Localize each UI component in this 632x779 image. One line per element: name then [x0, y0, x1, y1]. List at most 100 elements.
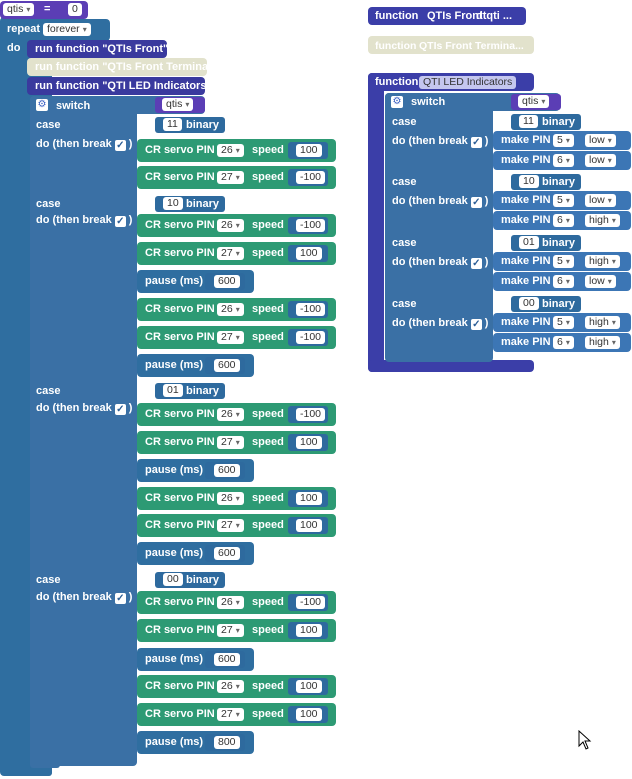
speed-value-field[interactable]: -100: [296, 596, 326, 609]
repeat-mode-value: forever: [47, 23, 80, 35]
break-checkbox[interactable]: ✓: [114, 216, 126, 227]
case-value-field[interactable]: 01: [163, 384, 183, 397]
speed-label: speed: [252, 596, 284, 608]
speed-value-field[interactable]: -100: [296, 303, 326, 316]
make-pin-number-dropdown[interactable]: 6▾: [553, 275, 574, 288]
pause-value-field[interactable]: 600: [214, 359, 240, 372]
make-pin-state-dropdown[interactable]: high▾: [585, 255, 620, 268]
make-pin-number-dropdown[interactable]: 5▾: [553, 194, 574, 207]
break-checkbox[interactable]: ✓: [470, 197, 482, 208]
pause-value-field[interactable]: 600: [214, 464, 240, 477]
speed-value-field[interactable]: -100: [296, 219, 326, 232]
speed-value-field[interactable]: 100: [296, 624, 322, 637]
make-pin-state-dropdown-value: high: [589, 214, 609, 226]
servo-pin-dropdown[interactable]: 27▾: [217, 247, 244, 260]
make-pin-state-dropdown[interactable]: low▾: [585, 275, 616, 288]
make-pin-number-dropdown[interactable]: 6▾: [553, 154, 574, 167]
do-then-break-text: do (then break: [392, 195, 468, 207]
function-keyword: function: [375, 40, 417, 52]
speed-value-field[interactable]: -100: [296, 171, 326, 184]
case-value-field[interactable]: 00: [519, 297, 539, 310]
make-pin-state-dropdown[interactable]: high▾: [585, 336, 620, 349]
pause-label: pause (ms): [145, 275, 204, 287]
pause-value-field[interactable]: 600: [214, 653, 240, 666]
break-checkbox[interactable]: ✓: [114, 404, 126, 415]
gear-icon[interactable]: ⚙: [391, 96, 403, 108]
function-collapsed-extra: dtqti ...: [476, 10, 513, 22]
break-checkbox[interactable]: ✓: [470, 258, 482, 269]
speed-value-field[interactable]: 100: [296, 436, 322, 449]
servo-pin-dropdown[interactable]: 26▾: [217, 219, 244, 232]
servo-pin-dropdown[interactable]: 26▾: [217, 303, 244, 316]
speed-label: speed: [252, 144, 284, 156]
case-value-field[interactable]: 01: [519, 236, 539, 249]
make-pin-number-dropdown[interactable]: 6▾: [553, 336, 574, 349]
function-name-qtis-front: QTIs Front: [427, 10, 483, 22]
make-pin-state-dropdown-value: high: [589, 336, 609, 348]
servo-pin-dropdown[interactable]: 27▾: [217, 331, 244, 344]
pause-value-field[interactable]: 800: [214, 736, 240, 749]
dropdown-arrow-icon: ▾: [235, 710, 240, 719]
gear-icon[interactable]: ⚙: [36, 99, 48, 111]
function-def-qtis-front-terminal[interactable]: [368, 36, 534, 54]
make-pin-state-dropdown[interactable]: high▾: [585, 316, 620, 329]
function-name-field[interactable]: QTI LED Indicators: [419, 76, 517, 89]
servo-pin-dropdown[interactable]: 27▾: [217, 624, 244, 637]
speed-label: speed: [252, 624, 284, 636]
make-pin-number-dropdown[interactable]: 5▾: [553, 316, 574, 329]
make-pin-label: make PIN: [501, 336, 551, 348]
case-value-field[interactable]: 00: [163, 573, 183, 586]
call-block-qtis-front-terminal[interactable]: [27, 58, 207, 76]
pause-value-field[interactable]: 600: [214, 275, 240, 288]
servo-pin-dropdown[interactable]: 26▾: [217, 596, 244, 609]
switch-frame[interactable]: [30, 96, 137, 766]
case-value-field[interactable]: 10: [163, 197, 183, 210]
close-paren: ): [484, 317, 489, 329]
make-pin-state-dropdown[interactable]: low▾: [585, 194, 616, 207]
make-pin-number-dropdown[interactable]: 6▾: [553, 214, 574, 227]
servo-pin-dropdown[interactable]: 27▾: [217, 436, 244, 449]
case-value-field[interactable]: 10: [519, 175, 539, 188]
switch-variable-dropdown[interactable]: qtis▾: [518, 95, 550, 108]
speed-value-field[interactable]: 100: [296, 144, 322, 157]
speed-value-field[interactable]: 100: [296, 247, 322, 260]
servo-pin-dropdown[interactable]: 26▾: [217, 680, 244, 693]
servo-pin-dropdown[interactable]: 27▾: [217, 519, 244, 532]
make-pin-number-dropdown[interactable]: 5▾: [553, 134, 574, 147]
pause-value-field[interactable]: 600: [214, 547, 240, 560]
servo-pin-dropdown-value: 26: [221, 408, 233, 420]
switch-variable-dropdown[interactable]: qtis▾: [162, 98, 194, 111]
cr-servo-label: CR servo PIN: [145, 596, 215, 608]
make-pin-number-dropdown[interactable]: 5▾: [553, 255, 574, 268]
servo-pin-dropdown[interactable]: 26▾: [217, 492, 244, 505]
case-label: case: [392, 176, 417, 188]
speed-value-field[interactable]: 100: [296, 519, 322, 532]
case-value-field[interactable]: 11: [163, 118, 182, 131]
servo-pin-dropdown[interactable]: 27▾: [217, 708, 244, 721]
variable-value-field[interactable]: 0: [68, 3, 82, 16]
speed-value-field[interactable]: 100: [296, 680, 322, 693]
make-pin-state-dropdown[interactable]: high▾: [585, 214, 620, 227]
break-checkbox[interactable]: ✓: [470, 319, 482, 330]
speed-value-field[interactable]: -100: [296, 408, 326, 421]
repeat-mode-dropdown[interactable]: forever▾: [43, 23, 91, 36]
variable-dropdown[interactable]: qtis▾: [3, 3, 35, 16]
make-pin-state-dropdown[interactable]: low▾: [585, 154, 616, 167]
break-checkbox[interactable]: ✓: [470, 137, 482, 148]
servo-pin-dropdown[interactable]: 26▾: [217, 144, 244, 157]
case-value-field[interactable]: 11: [519, 115, 538, 128]
servo-pin-dropdown-value: 26: [221, 219, 233, 231]
dropdown-arrow-icon: ▾: [235, 626, 240, 635]
call-block-qti-led-indicators[interactable]: [27, 77, 205, 95]
servo-pin-dropdown[interactable]: 27▾: [217, 171, 244, 184]
speed-value-field[interactable]: 100: [296, 492, 322, 505]
make-pin-state-dropdown[interactable]: low▾: [585, 134, 616, 147]
break-checkbox[interactable]: ✓: [114, 140, 126, 151]
call-block-qtis-front[interactable]: [27, 40, 167, 58]
do-then-break-label: do (then break✓): [36, 214, 132, 227]
speed-value-field[interactable]: -100: [296, 331, 326, 344]
servo-pin-dropdown[interactable]: 26▾: [217, 408, 244, 421]
speed-value-field[interactable]: 100: [296, 708, 322, 721]
function-def-qtis-front[interactable]: [368, 7, 526, 25]
break-checkbox[interactable]: ✓: [114, 593, 126, 604]
